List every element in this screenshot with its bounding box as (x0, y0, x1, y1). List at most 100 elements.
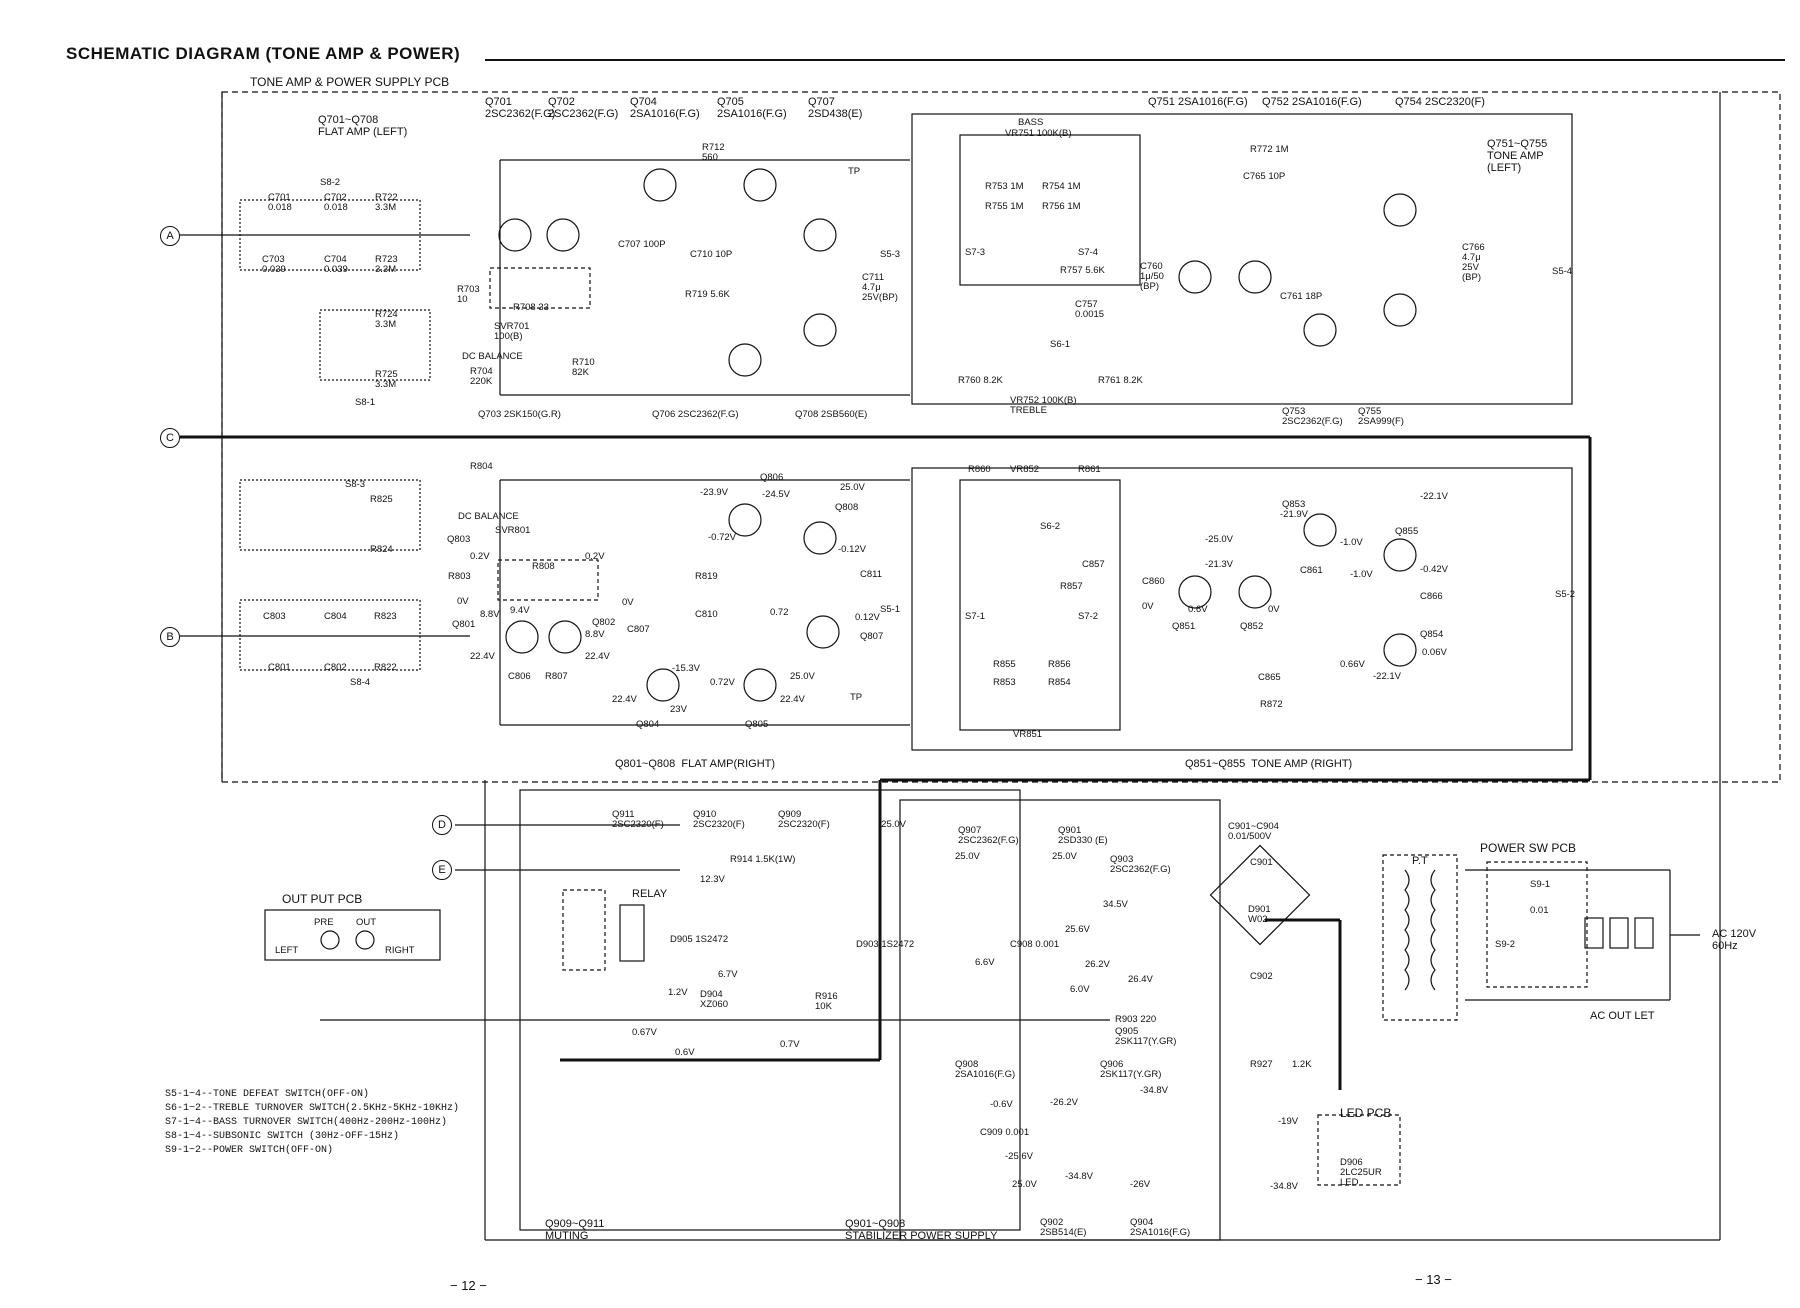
s9-2-label: S9-2 (1495, 939, 1516, 950)
v-neg-26.2: -26.2V (1050, 1097, 1078, 1108)
d906-label: D906 2LC25UR LED (1340, 1157, 1382, 1188)
c801-label: C801 (268, 662, 291, 673)
q854-label: Q854 (1420, 629, 1444, 640)
v-25.0-d: 25.0V (1052, 851, 1077, 862)
c909-label: C909 0.001 (980, 1127, 1030, 1138)
v-23.9: -23.9V (700, 487, 728, 498)
section-flat-left: Q701~Q708 FLAT AMP (LEFT) (318, 114, 408, 138)
v-25.6: 25.6V (1065, 924, 1090, 935)
c760-label: C760 1μ/50 (BP) (1140, 261, 1164, 292)
v-0.66: 0.66V (1340, 659, 1365, 670)
c707-label: C707 100P (618, 239, 666, 250)
d901-label: D901 W02 (1248, 904, 1271, 925)
section-flat-right: Q801~Q808 FLAT AMP(RIGHT) (615, 758, 776, 770)
v-neg-34.8-b: -34.8V (1065, 1171, 1093, 1182)
r804-label: R804 (470, 461, 493, 472)
v-neg-26: -26V (1130, 1179, 1151, 1190)
q802-label: Q802 (592, 617, 616, 628)
terminal-d: D (432, 815, 452, 835)
r725-label: R725 3.3M (375, 369, 398, 390)
q807-label: Q807 (860, 631, 884, 642)
r854-label: R854 (1048, 677, 1071, 688)
vr752-label: VR752 100K(B) TREBLE (1010, 395, 1077, 416)
v-34.5: 34.5V (1103, 899, 1128, 910)
v-22.4-c: 22.4V (612, 694, 637, 705)
legend-s5: S5-1~4--TONE DEFEAT SWITCH(OFF-ON) (165, 1089, 370, 1100)
v-12.3: 12.3V (700, 874, 725, 885)
r719-label: R719 5.6K (685, 289, 730, 300)
vr751-label: VR751 100K(B) (1005, 128, 1072, 139)
power-sw-pcb-label: POWER SW PCB (1480, 841, 1577, 855)
c908-label: C908 0.001 (1010, 939, 1060, 950)
s7-1-label: S7-1 (965, 611, 986, 622)
r853-label: R853 (993, 677, 1016, 688)
r861-label: R861 (1078, 464, 1101, 475)
v-8.8-b: 8.8V (585, 629, 605, 640)
r927-label: R927 (1250, 1059, 1273, 1070)
v-9.4: 9.4V (510, 605, 530, 616)
s8-4-label: S8-4 (350, 677, 371, 688)
q906-label: Q906 2SK117(Y.GR) (1100, 1059, 1162, 1080)
r756-label: R756 1M (1042, 201, 1081, 212)
q853-label: Q853 (1282, 499, 1306, 510)
q752-label: Q752 2SA1016(F.G) (1262, 96, 1362, 108)
c765-label: C765 10P (1243, 171, 1286, 182)
ac-input-label: AC 120V 60Hz (1712, 928, 1757, 952)
v-neg-21.9: -21.9V (1280, 509, 1308, 520)
terminal-e: E (432, 860, 452, 880)
v-neg-25.0-b: -25.0V (878, 819, 906, 830)
c-0.01-label: 0.01 (1530, 905, 1549, 916)
v-22.4-b: 22.4V (585, 651, 610, 662)
s7-4-label: S7-4 (1078, 247, 1099, 258)
svr701-label: SVR701 100(B) (494, 321, 530, 342)
muting-area (519, 789, 1021, 1231)
q908-label: Q908 2SA1016(F.G) (955, 1059, 1016, 1080)
c811-label: C811 (860, 569, 883, 580)
v-6.6: 6.6V (975, 957, 995, 968)
v-0v-b: 0V (622, 597, 634, 608)
r819-label: R819 (695, 571, 718, 582)
q707-label: Q707 2SD438(E) (808, 96, 863, 120)
switch-legend: S5-1~4--TONE DEFEAT SWITCH(OFF-ON) S6-1~… (165, 1088, 459, 1158)
v-22.4-a: 22.4V (470, 651, 495, 662)
r722-label: R722 3.3M (375, 192, 398, 213)
title-rule (485, 59, 1785, 61)
r753-label: R753 1M (985, 181, 1024, 192)
c701-label: C701 0.018 (268, 192, 292, 213)
r710-label: R710 82K (572, 357, 595, 378)
v-25.0-e: 25.0V (1012, 1179, 1037, 1190)
page-number-13: − 13 − (1415, 1272, 1452, 1287)
c902-label: C902 (1250, 971, 1273, 982)
c802-label: C802 (324, 662, 347, 673)
q703-label: Q703 2SK150(G.R) (478, 409, 561, 420)
v-neg-25.0: -25.0V (1205, 534, 1233, 545)
s5-2-label: S5-2 (1555, 589, 1576, 600)
legend-s7: S7-1~4--BASS TURNOVER SWITCH(400Hz-200Hz… (165, 1117, 448, 1128)
d905-label: D905 1S2472 (670, 934, 729, 945)
diagram-title: SCHEMATIC DIAGRAM (TONE AMP & POWER) (66, 44, 461, 63)
r712-label: R712 560 (702, 142, 725, 163)
left-label: LEFT (275, 945, 299, 956)
q808-label: Q808 (835, 502, 859, 513)
led-pcb-label: LED PCB (1340, 1106, 1392, 1120)
v-neg-34.8-c: -34.8V (1270, 1181, 1298, 1192)
s5-1-label: S5-1 (880, 604, 901, 615)
c761-label: C761 18P (1280, 291, 1323, 302)
v-25.0-b: 25.0V (790, 671, 815, 682)
c901-c904-label: C901~C904 0.01/500V (1228, 821, 1279, 842)
page-number-12: − 12 − (450, 1278, 487, 1293)
tp-left: TP (848, 166, 861, 177)
r916-label: R916 10K (815, 991, 838, 1012)
r808-label: R808 (532, 561, 555, 572)
r761-label: R761 8.2K (1098, 375, 1143, 386)
r757-label: R757 5.6K (1060, 265, 1105, 276)
v-neg-0.42: -0.42V (1420, 564, 1448, 575)
c703-label: C703 0.039 (262, 254, 286, 275)
s7-2-label: S7-2 (1078, 611, 1099, 622)
q909-label: Q909 2SC2320(F) (778, 809, 830, 830)
tone-left-box (911, 113, 1573, 405)
v-26.4: 26.4V (1128, 974, 1153, 985)
c710-label: C710 10P (690, 249, 733, 260)
r703-label: R703 10 (457, 284, 480, 305)
section-tone-left: Q751~Q755 TONE AMP (LEFT) (1487, 138, 1548, 174)
